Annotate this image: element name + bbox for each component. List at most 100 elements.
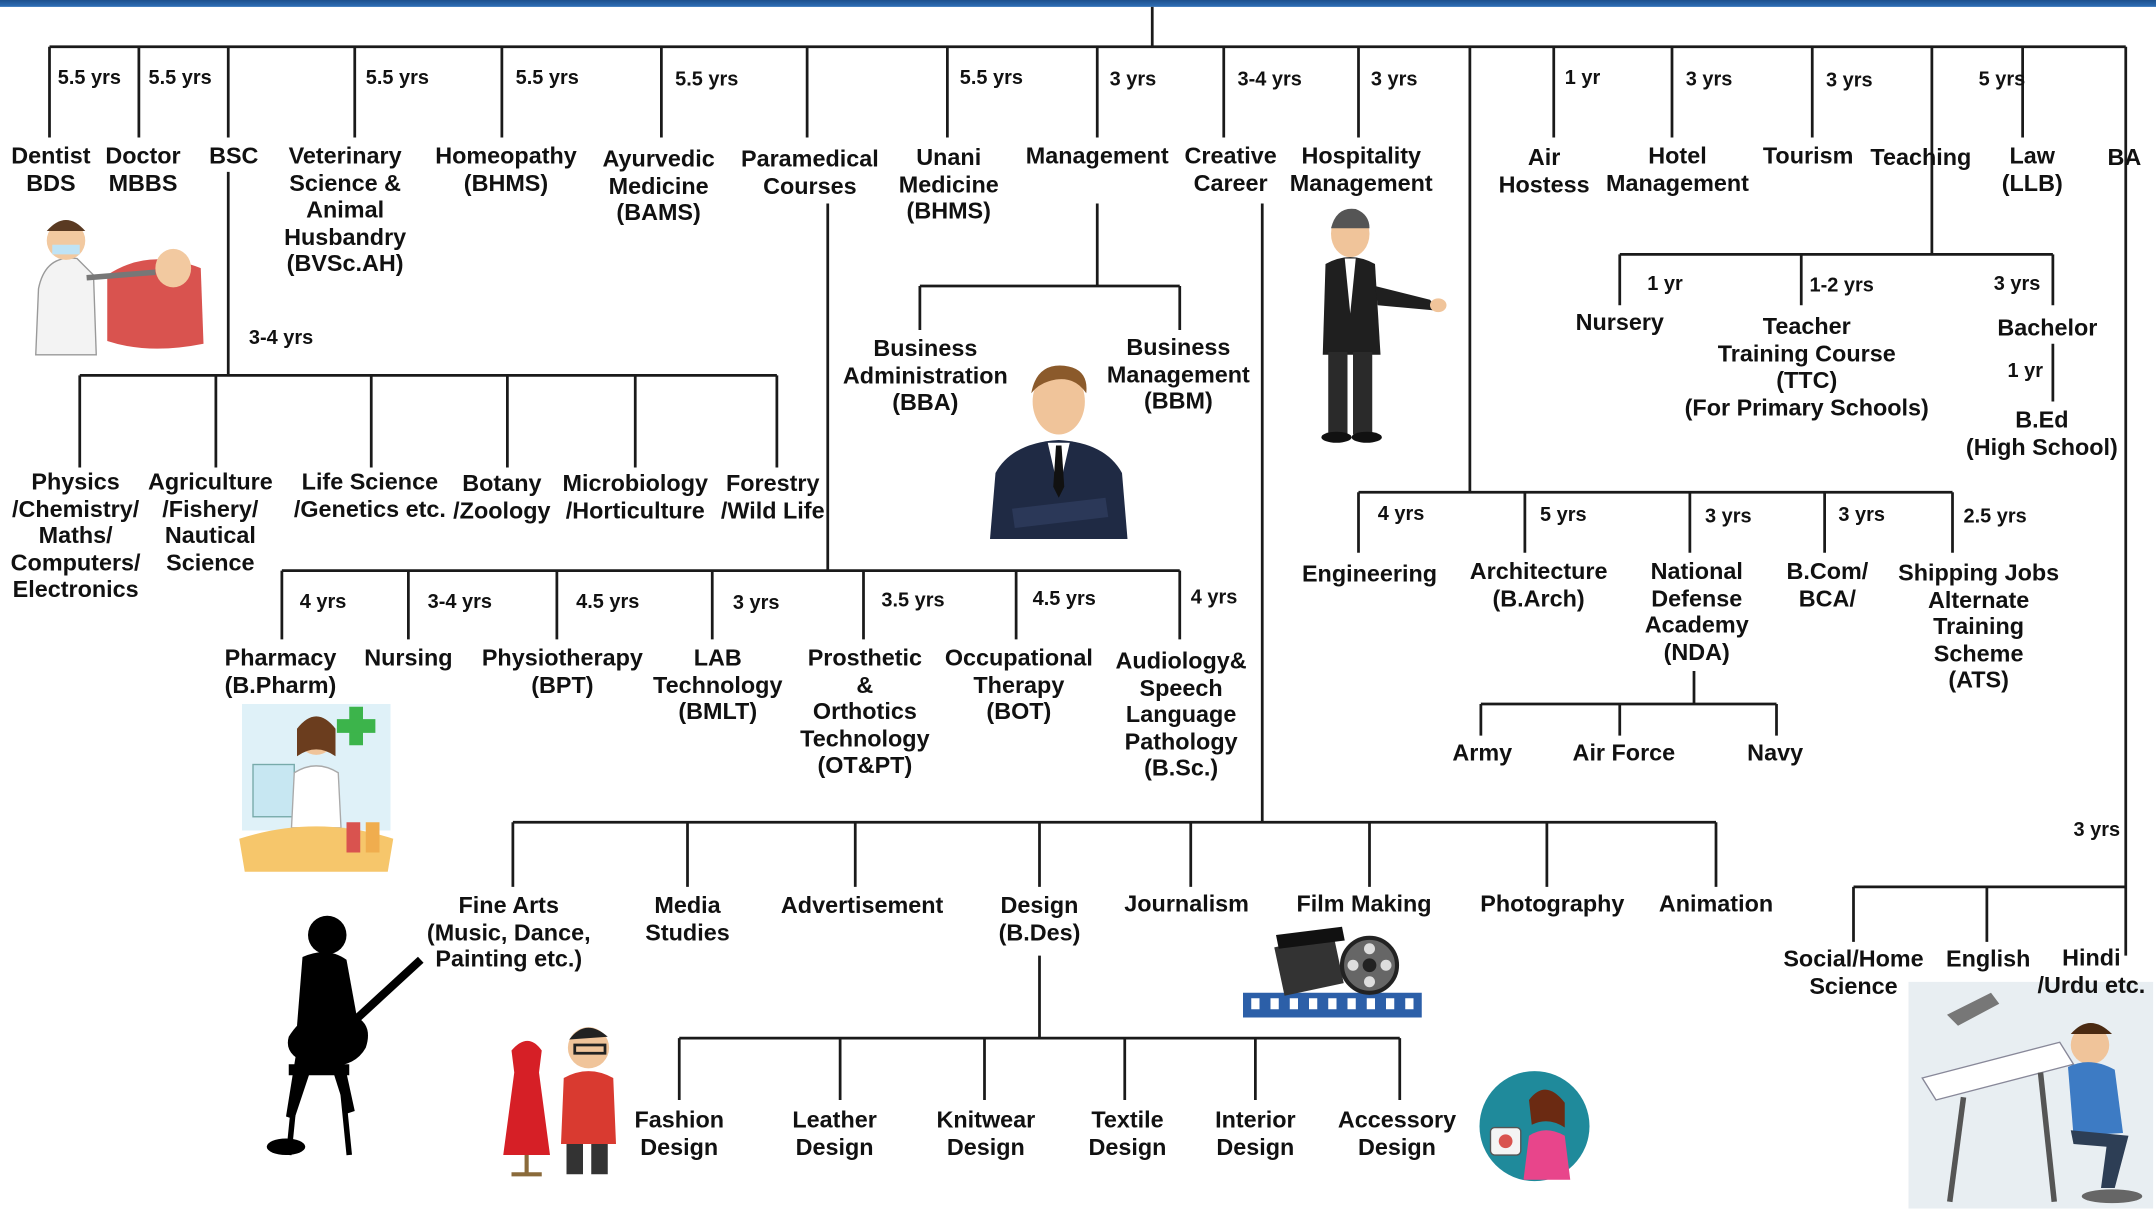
duration-audiology: 4 yrs — [1190, 587, 1238, 610]
node-hindi: Hindi/Urdu etc. — [2037, 944, 2146, 998]
duration-nursing: 3-4 yrs — [427, 591, 492, 614]
duration-tourism: 3 yrs — [1826, 70, 1873, 93]
node-forestry: Forestry/Wild Life — [720, 470, 825, 524]
node-bsc: BSC — [209, 143, 259, 170]
node-bcom: B.Com/BCA/ — [1786, 558, 1869, 612]
node-english: English — [1946, 946, 2031, 973]
duration-bcom: 3 yrs — [1838, 504, 1885, 527]
duration-homeopathy: 5.5 yrs — [515, 67, 579, 90]
tailor-illustration — [1479, 1071, 1590, 1182]
businessman-illustration — [990, 365, 1128, 539]
duration-hotel: 3 yrs — [1685, 68, 1733, 91]
duration-ba-sub: 3 yrs — [2073, 819, 2121, 842]
node-air-force: Air Force — [1572, 739, 1676, 766]
node-nursing: Nursing — [364, 644, 453, 671]
top-bar — [0, 0, 2156, 7]
duration-prosthetic: 3.5 yrs — [881, 589, 945, 612]
node-engineering: Engineering — [1301, 561, 1438, 588]
duration-bachelor: 3 yrs — [1993, 273, 2041, 296]
node-fine-arts: Fine Arts(Music, Dance,Painting etc.) — [426, 892, 591, 973]
node-tourism: Tourism — [1762, 143, 1854, 170]
fashion-designer-illustration — [503, 1027, 616, 1177]
node-advertisement: Advertisement — [780, 892, 944, 919]
duration-hospitality: 3 yrs — [1370, 68, 1418, 91]
duration-doctor: 5.5 yrs — [148, 67, 212, 90]
node-homeopathy: Homeopathy(BHMS) — [435, 143, 577, 196]
duration-shipping: 2.5 yrs — [1963, 506, 2027, 528]
duration-dentist: 5.5 yrs — [57, 67, 121, 90]
node-teaching: Teaching — [1870, 144, 1972, 171]
host-illustration — [1321, 208, 1447, 443]
duration-nda: 3 yrs — [1705, 506, 1752, 528]
duration-bsc-sub: 3-4 yrs — [248, 327, 314, 350]
node-film: Film Making — [1296, 891, 1432, 918]
duration-physiotherapy: 4.5 yrs — [576, 591, 640, 614]
duration-architecture: 5 yrs — [1540, 504, 1587, 527]
duration-unani: 5.5 yrs — [959, 67, 1023, 90]
node-bachelor: Bachelor — [1997, 314, 2098, 341]
duration-occupational: 4.5 yrs — [1032, 588, 1096, 611]
node-ba: BA — [2107, 144, 2142, 171]
duration-nursery: 1 yr — [1647, 273, 1683, 296]
node-microbiology: Microbiology/Horticulture — [562, 470, 708, 524]
node-life-science: Life Science/Genetics etc. — [293, 468, 446, 522]
duration-bed: 1 yr — [2007, 360, 2043, 383]
guitarist-silhouette — [266, 915, 424, 1156]
duration-ayurvedic: 5.5 yrs — [675, 68, 739, 91]
duration-creative: 3-4 yrs — [1237, 68, 1302, 91]
duration-pharmacy: 4 yrs — [299, 591, 347, 614]
node-animation: Animation — [1658, 891, 1774, 918]
node-photography: Photography — [1480, 891, 1625, 918]
node-management: Management — [1025, 143, 1169, 170]
drafting-designer-illustration — [1908, 981, 2154, 1209]
duration-engineering: 4 yrs — [1377, 503, 1425, 526]
node-army: Army — [1452, 739, 1513, 766]
node-nursery: Nursery — [1575, 309, 1664, 336]
film-reel-illustration — [1243, 926, 1422, 1018]
node-physics: Physics/Chemistry/Maths/Computers/Electr… — [10, 468, 141, 603]
duration-ttc: 1-2 yrs — [1809, 275, 1874, 297]
node-architecture: Architecture(B.Arch) — [1469, 558, 1608, 612]
node-bed: B.Ed(High School) — [1965, 407, 2118, 460]
duration-air-hostess: 1 yr — [1564, 67, 1601, 90]
duration-law: 5 yrs — [1978, 68, 2026, 91]
duration-lab: 3 yrs — [732, 592, 780, 615]
dentist-illustration — [11, 192, 218, 369]
node-pharmacy: Pharmacy(B.Pharm) — [224, 644, 337, 698]
node-navy: Navy — [1747, 739, 1804, 766]
node-journalism: Journalism — [1124, 891, 1249, 918]
pharmacist-illustration — [239, 704, 394, 872]
node-physiotherapy: Physiotherapy(BPT) — [481, 644, 643, 698]
duration-management: 3 yrs — [1109, 68, 1157, 91]
node-botany: Botany/Zoology — [453, 470, 551, 524]
node-design: Design(B.Des) — [998, 892, 1081, 946]
